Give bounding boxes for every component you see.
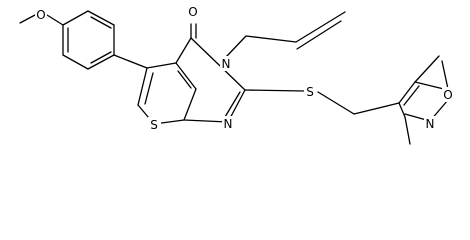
atom-label-methoxy-oxygen: O: [35, 8, 47, 22]
methoxyphenyl-bonds: [19, 10, 148, 70]
atom-symbol: O: [36, 8, 45, 22]
atom-symbol: O: [443, 88, 452, 102]
allyl-bonds: [225, 11, 346, 58]
atom-label-thioether-sulfur: S: [304, 84, 317, 99]
atom-symbol: N: [426, 117, 435, 131]
thienopyrimidinone-core-bonds: [137, 23, 246, 125]
atom-symbol: S: [150, 118, 158, 132]
chemical-structure: O O N N S S O N: [19, 4, 454, 145]
atom-label-ring-nitrogen-3: N: [220, 56, 233, 71]
atom-label-ring-nitrogen-1: N: [222, 116, 235, 131]
atom-label-thiophene-sulfur: S: [148, 117, 161, 132]
atom-symbol: O: [188, 5, 197, 19]
atom-label-isoxazole-nitrogen: N: [424, 116, 437, 131]
atom-symbol: N: [222, 57, 231, 71]
atom-label-isoxazole-oxygen: O: [442, 87, 454, 102]
atom-symbol: N: [224, 117, 233, 131]
atom-label-carbonyl-oxygen: O: [187, 4, 199, 19]
atom-symbol: S: [306, 85, 314, 99]
isoxazolylmethylthio-bonds: [244, 55, 449, 145]
